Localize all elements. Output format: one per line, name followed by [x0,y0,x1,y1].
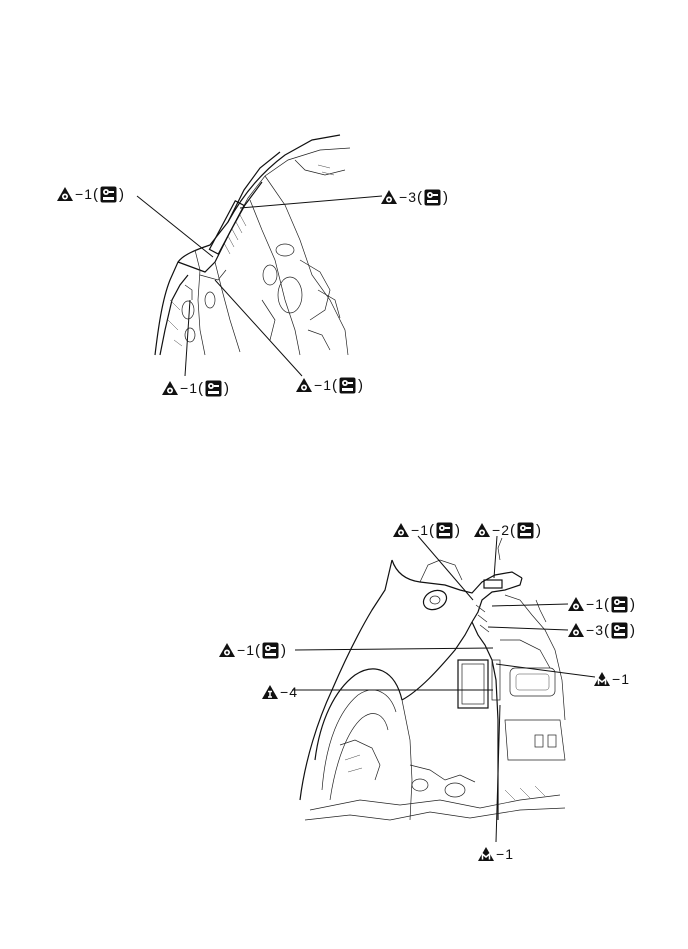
callout-bottom-m1-bottom: − 1 [478,843,513,865]
sealer-gun-icon [205,380,222,397]
sealer-gun-icon [611,622,628,639]
sealer-gun-icon [424,189,441,206]
triangle-m-icon [478,847,494,861]
callout-top-o1-bottom-left: − 1 ( ) [162,377,230,399]
callout-top-o1-left: − 1 ( ) [57,183,125,205]
callout-top-o1-bottom-right: − 1 ( ) [296,374,364,396]
callout-top-o3-right: − 3 ( ) [381,186,449,208]
triangle-i-icon [262,685,278,699]
callout-bottom-o1-right: − 1 ( ) [568,593,636,615]
bottom-illustration [292,535,596,843]
sealer-gun-icon [339,377,356,394]
callout-bottom-m1-right: − 1 [594,668,629,690]
callout-bottom-i4-left: − 4 [262,681,297,703]
triangle-o-icon [381,190,397,204]
sealer-gun-icon [436,522,453,539]
triangle-o-icon [474,523,490,537]
callout-bottom-o1-left: − 1 ( ) [219,639,287,661]
sealer-gun-icon [100,186,117,203]
triangle-o-icon [568,623,584,637]
triangle-o-icon [162,381,178,395]
sealer-gun-icon [611,596,628,613]
triangle-o-icon [568,597,584,611]
triangle-o-icon [57,187,73,201]
callout-bottom-o2-top: − 2 ( ) [474,519,542,541]
callout-bottom-o3-right: − 3 ( ) [568,619,636,641]
callout-bottom-o1-top: − 1 ( ) [393,519,461,541]
triangle-m-icon [594,672,610,686]
triangle-o-icon [296,378,312,392]
top-illustration [136,134,383,377]
sealer-gun-icon [262,642,279,659]
triangle-o-icon [393,523,409,537]
sealer-gun-icon [517,522,534,539]
triangle-o-icon [219,643,235,657]
